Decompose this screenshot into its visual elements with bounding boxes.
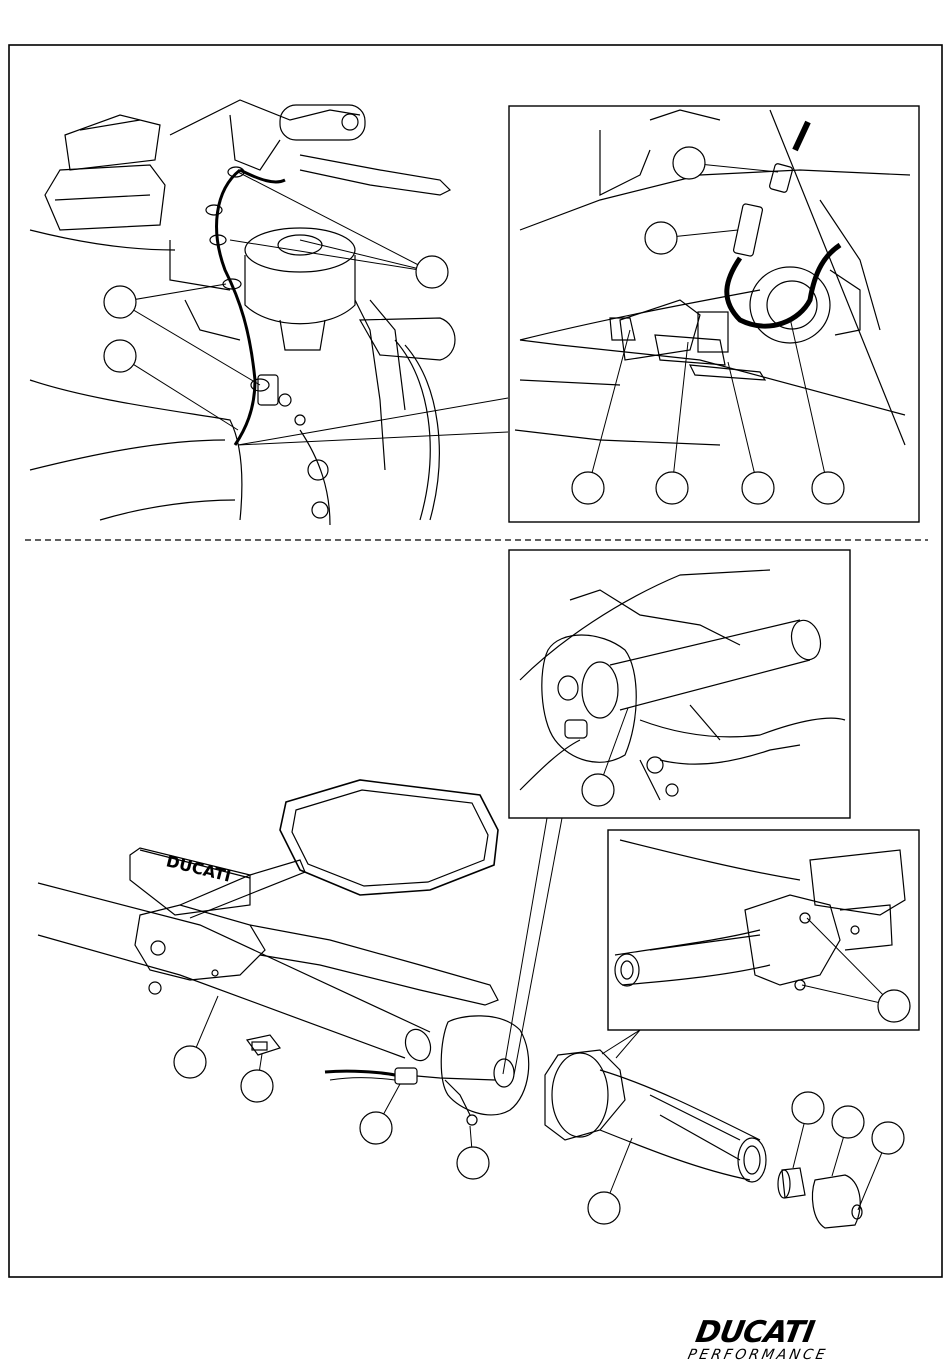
callout-marker <box>572 472 604 504</box>
callout-marker <box>645 222 677 254</box>
callout-marker <box>656 472 688 504</box>
bottom-detail-inset-1-callouts <box>582 774 614 806</box>
bottom-detail-inset-2-frame <box>608 830 919 1030</box>
callout-marker <box>104 340 136 372</box>
brand-logo-sub: PERFORMANCE <box>687 1348 830 1362</box>
callout-marker <box>792 1092 824 1124</box>
callout-marker <box>872 1122 904 1154</box>
callout-marker <box>457 1147 489 1179</box>
callout-marker <box>832 1106 864 1138</box>
callout-marker <box>742 472 774 504</box>
top-overview-leaders <box>120 172 508 445</box>
brand-logo-main: DUCATI <box>693 1318 816 1348</box>
callout-marker <box>360 1112 392 1144</box>
bottom-exploded-callouts <box>174 1046 904 1224</box>
top-detail-inset-frame <box>509 106 919 522</box>
top-overview-drawing <box>30 100 455 525</box>
bottom-detail-inset-1-frame <box>509 550 850 818</box>
top-overview-callouts <box>104 256 448 372</box>
callout-marker <box>416 256 448 288</box>
callout-marker <box>174 1046 206 1078</box>
callout-marker <box>812 472 844 504</box>
bottom-detail-inset-2-callouts <box>878 990 910 1022</box>
brand-logo: DUCATI PERFORMANCE <box>688 1318 928 1364</box>
callout-marker <box>582 774 614 806</box>
callout-marker <box>588 1192 620 1224</box>
reservoir-lettering: DUCATI <box>164 851 233 885</box>
callout-marker <box>104 286 136 318</box>
callout-marker <box>241 1070 273 1102</box>
callout-marker <box>673 147 705 179</box>
callout-marker <box>878 990 910 1022</box>
